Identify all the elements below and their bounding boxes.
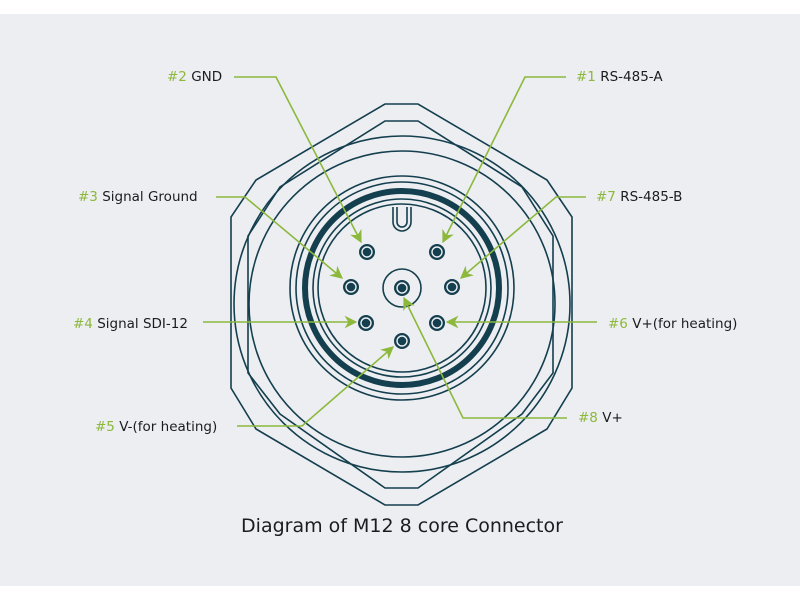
label-pin-5: #5 V-(for heating)	[95, 419, 217, 435]
diagram-title: Diagram of M12 8 core Connector	[241, 515, 563, 537]
pin-6	[429, 315, 445, 331]
label-pin-3: #3 Signal Ground	[78, 189, 198, 205]
pin-1	[429, 244, 445, 260]
pin-4	[358, 315, 374, 331]
label-pin-4: #4 Signal SDI-12	[73, 316, 188, 332]
pin-labels: #2 GND #1 RS-485-A #3 Signal Ground #7 R…	[73, 69, 737, 435]
label-pin-8: #8 V+	[578, 410, 623, 426]
label-pin-7: #7 RS-485-B	[596, 189, 682, 205]
leader-line-pin-5	[237, 346, 394, 427]
leader-line-pin-3	[216, 196, 343, 279]
pin-2	[359, 244, 375, 260]
key-notch	[392, 207, 412, 232]
label-pin-2: #2 GND	[167, 69, 222, 85]
center-pin-ring	[382, 268, 422, 308]
leader-line-pin-8	[403, 296, 567, 419]
label-pin-1: #1 RS-485-A	[576, 69, 663, 85]
pin-5	[394, 333, 410, 349]
connector-rings	[289, 175, 515, 401]
pin-8	[394, 280, 410, 296]
diagram-background	[0, 14, 800, 586]
pin-7	[444, 279, 460, 295]
pin-3	[343, 279, 359, 295]
leader-line-pin-7	[460, 196, 586, 279]
leader-line-pin-2	[234, 76, 362, 244]
leader-line-pin-1	[442, 76, 566, 244]
pins	[343, 244, 460, 349]
leader-lines	[203, 76, 597, 427]
label-pin-6: #6 V+(for heating)	[608, 316, 737, 332]
hex-nut-outline	[230, 103, 573, 506]
